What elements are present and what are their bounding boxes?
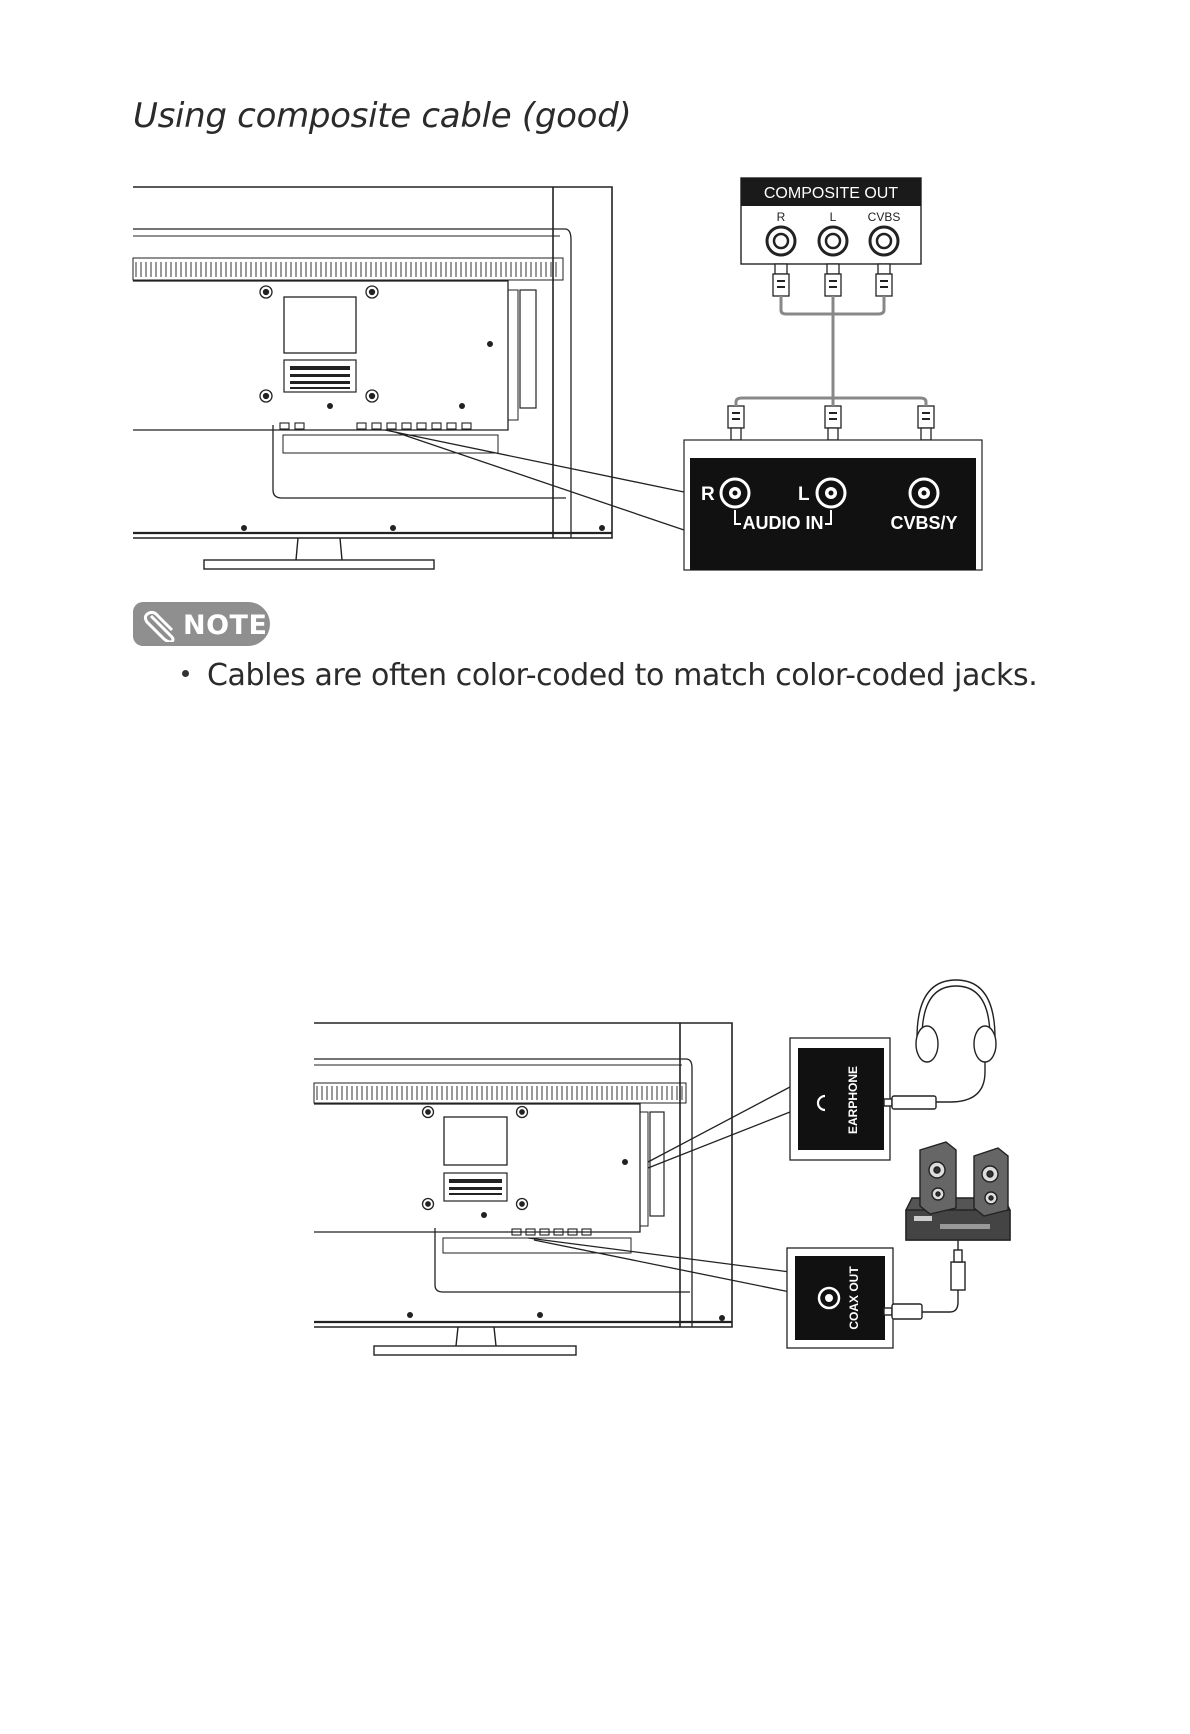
source-jack-cvbs-label: CVBS bbox=[868, 210, 901, 224]
coax-out-panel bbox=[787, 1248, 893, 1348]
composite-connection-diagram: COMPOSITE OUT R L CVBS bbox=[0, 0, 1190, 600]
cvbs-y-label: CVBS/Y bbox=[890, 513, 957, 533]
composite-out-title: COMPOSITE OUT bbox=[764, 185, 898, 202]
tv-composite-input-panel bbox=[684, 440, 982, 570]
coax-out-label: COAX OUT bbox=[847, 1266, 861, 1330]
source-jack-l-label: L bbox=[830, 210, 837, 224]
audio-receiver-icon bbox=[884, 1142, 1010, 1319]
tv-jack-l-label: L bbox=[798, 484, 810, 505]
note-item: Cables are often color-coded to match co… bbox=[182, 658, 1037, 693]
earphone-label: EARPHONE bbox=[846, 1066, 860, 1134]
audio-output-diagram: EARPHONE COAX OUT bbox=[0, 960, 1190, 1380]
note-label: NOTE bbox=[183, 610, 267, 641]
paperclip-icon bbox=[141, 608, 183, 642]
source-jack-r-label: R bbox=[777, 210, 786, 224]
headphone-icon bbox=[884, 980, 996, 1109]
bullet-icon bbox=[182, 670, 189, 677]
note-badge: NOTE bbox=[133, 602, 270, 646]
audio-in-label: AUDIO IN bbox=[743, 513, 824, 533]
tv-jack-r-label: R bbox=[701, 484, 715, 505]
earphone-jack-panel bbox=[790, 1038, 890, 1160]
note-item-text: Cables are often color-coded to match co… bbox=[207, 658, 1037, 693]
